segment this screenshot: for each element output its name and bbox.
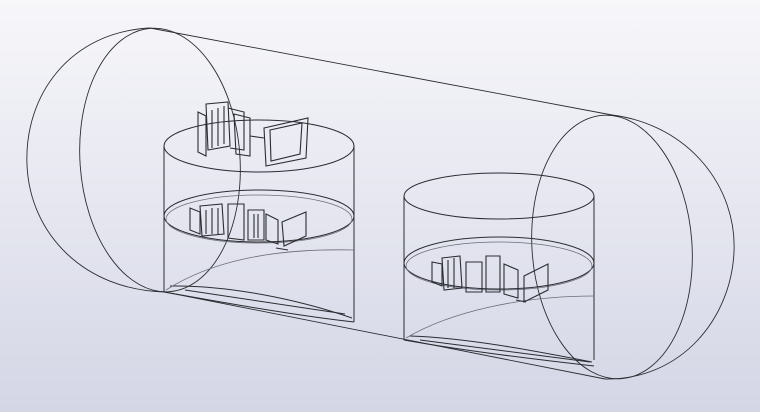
right-deck [403, 236, 595, 290]
left-tank-bottom-curve [163, 291, 355, 323]
left-end-cap-outline [26, 27, 166, 293]
middle-bracket-a [189, 207, 201, 235]
right-bracket-b [441, 255, 463, 291]
upper-mounting-plate [263, 117, 309, 167]
left-middle-brackets [189, 203, 307, 251]
left-middle-deck [163, 189, 355, 243]
middle-bracket-d [227, 203, 245, 241]
right-deck-inner [405, 241, 593, 291]
right-bracket-e [485, 255, 501, 293]
upper-bracket-b [205, 101, 231, 151]
left-tank-floor-line [184, 289, 346, 315]
right-bracket-d [465, 261, 483, 293]
right-cylindrical-tank [403, 172, 595, 367]
upper-bracket-e [233, 113, 251, 157]
right-tank-bottom-floor [409, 335, 593, 363]
capsule-bottom-edge [164, 291, 606, 380]
right-deck-brackets [431, 255, 549, 303]
left-upper-brackets [197, 101, 309, 167]
capsule-top-edge [149, 27, 613, 116]
upper-mounting-plate-inner [269, 122, 303, 162]
outer-capsule-shell [26, 27, 735, 380]
left-tank-inner-sweep [165, 249, 355, 291]
middle-strut [275, 247, 289, 251]
upper-bracket-d [227, 107, 245, 151]
right-bracket-c [447, 258, 455, 288]
right-bracket-strut [515, 299, 527, 303]
middle-bracket-g [265, 213, 279, 245]
right-bracket-a [431, 261, 443, 287]
upper-plate-lead [249, 135, 265, 139]
middle-bracket-h [281, 211, 307, 247]
right-tank-floor-line [419, 339, 591, 363]
right-tank-inner-sweep [405, 295, 595, 339]
right-end-cap-outline [604, 114, 735, 380]
left-cylindrical-tank [163, 119, 355, 323]
upper-bracket-c [211, 106, 225, 148]
right-bracket-f [503, 263, 519, 299]
middle-bracket-b [199, 203, 225, 237]
middle-bracket-c [205, 208, 219, 234]
upper-bracket-a [197, 111, 207, 157]
right-bracket-g [523, 263, 549, 303]
right-tank-bottom-curve [403, 339, 595, 367]
left-middle-deck-inner [165, 194, 353, 244]
middle-bracket-f [253, 214, 259, 238]
middle-bracket-e [247, 209, 265, 241]
